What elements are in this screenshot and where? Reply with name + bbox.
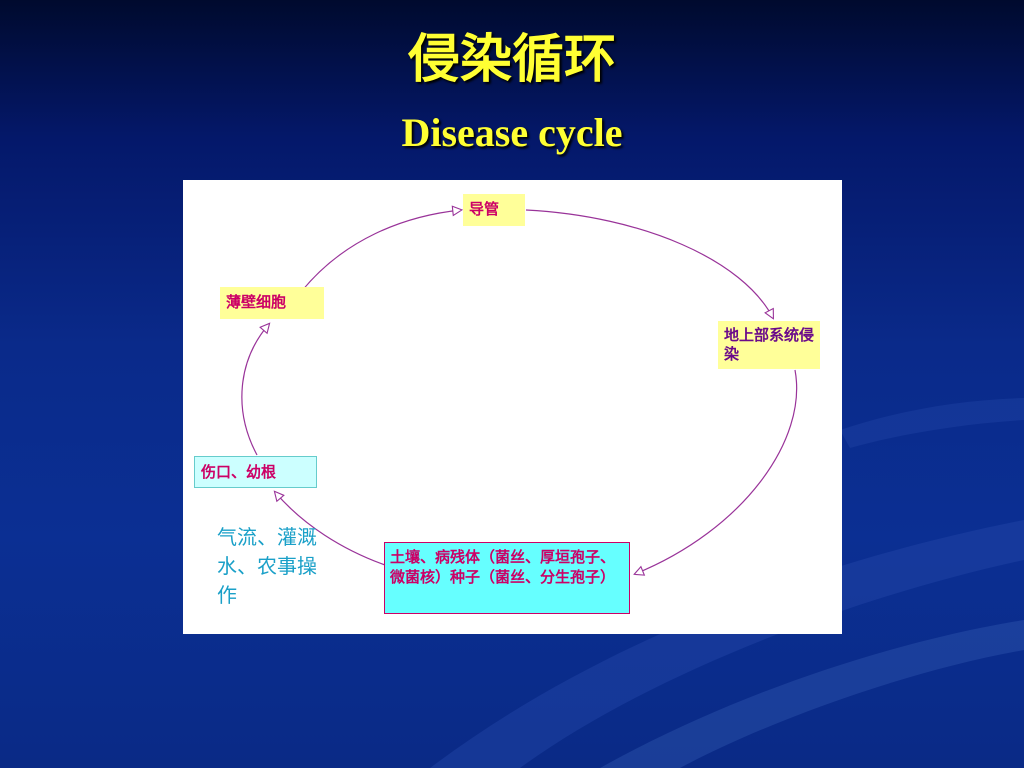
slide-title-english: Disease cycle — [401, 110, 623, 155]
arrow-vessel-to-aerial — [525, 209, 773, 318]
node-vessel: 导管 — [463, 194, 525, 226]
arrow-parenchyma-to-vessel — [300, 210, 461, 293]
node-wound-young-root: 伤口、幼根 — [194, 456, 317, 488]
node-inoculum-source: 土壤、病残体（菌丝、厚垣孢子、微菌核）种子（菌丝、分生孢子） — [384, 542, 630, 614]
spread-means-note: 气流、灌溉水、农事操作 — [217, 525, 317, 607]
cycle-ellipse-arrows — [241, 180, 798, 634]
node-parenchyma: 薄壁细胞 — [220, 287, 324, 319]
node-aerial-infection: 地上部系统侵染 — [718, 321, 820, 369]
arrow-source-to-wound — [275, 492, 386, 566]
slide-title-chinese: 侵染循环 — [407, 29, 616, 90]
arrow-aerial-to-source — [635, 369, 798, 574]
arrow-wound-to-parenchyma — [241, 324, 269, 456]
disease-cycle-diagram: 导管 薄壁细胞 地上部系统侵染 伤口、幼根 土壤、病残体（菌丝、厚垣孢子、微菌核… — [183, 180, 842, 634]
